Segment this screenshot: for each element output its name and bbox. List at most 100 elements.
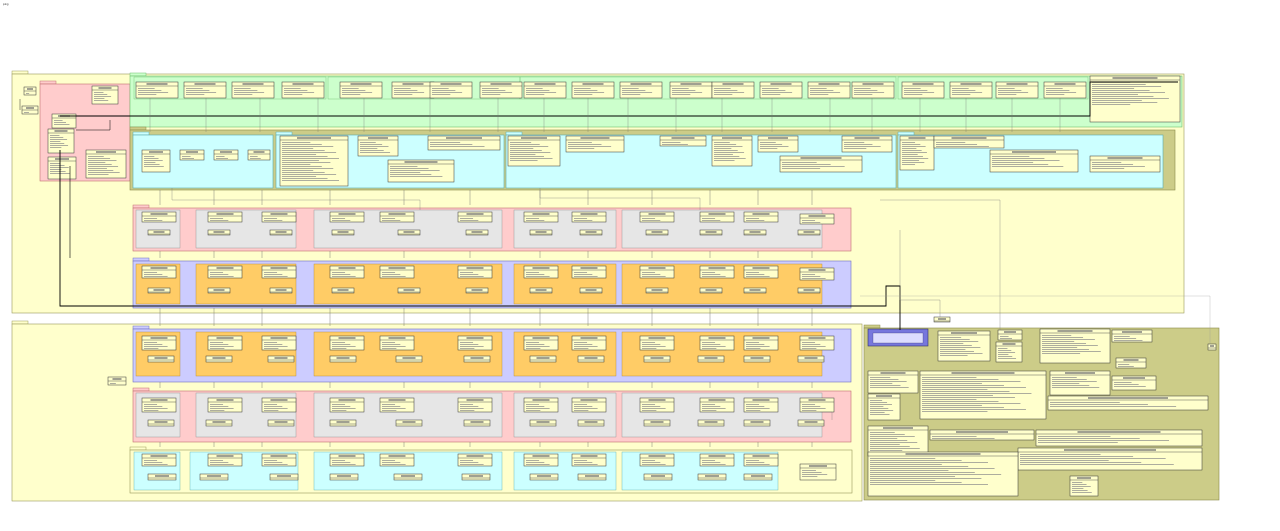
class-orange-bottom-sub-10-title-line xyxy=(750,357,764,359)
class-cyan-3a-attr-line-3 xyxy=(510,148,534,149)
class-bottom-right-note-attr-line-2 xyxy=(802,474,828,475)
class-pink-bottom-6-attr-line-3 xyxy=(526,410,541,411)
class-pink-bottom-sub-7 xyxy=(577,419,605,427)
class-green-11-title-line xyxy=(680,83,702,85)
class-right-4-title-line xyxy=(1057,330,1093,332)
class-green-12-title-line xyxy=(722,83,744,85)
class-right-12-attr-line-0 xyxy=(1050,402,1120,403)
class-cyan-3a xyxy=(507,135,561,167)
class-orange-top-6 xyxy=(523,265,559,279)
class-tl-5-title-line xyxy=(55,158,69,160)
class-cyan-4d-attr-line-2 xyxy=(1092,166,1145,167)
class-pink-bottom-11-title-line xyxy=(808,399,826,401)
class-cyan-bottom-4 xyxy=(379,453,415,467)
class-pink-bottom-9-attr-line-0 xyxy=(702,404,716,405)
class-cyan-bottom-8-attr-line-1 xyxy=(642,462,661,463)
class-green-4-attr-line-2 xyxy=(342,92,373,93)
class-green-6-attr-line-3 xyxy=(432,94,451,95)
class-green-right-panel-attr-line-6 xyxy=(1092,94,1138,95)
class-cyan-1a-title-line xyxy=(149,151,163,153)
class-orange-bottom-3-attr-line-0 xyxy=(332,342,346,343)
class-green-6-attr-line-1 xyxy=(432,90,456,91)
class-right-9-attr-line-2 xyxy=(1114,386,1146,387)
class-pink-bottom-9-title-line xyxy=(708,399,726,401)
class-orange-bottom-sub-5-title-line xyxy=(470,357,484,359)
class-orange-top-sub-11-title-line xyxy=(803,289,815,291)
class-right-4 xyxy=(1039,328,1111,364)
class-cyan-bottom-3-attr-line-2 xyxy=(332,464,356,465)
class-right-14-title-line xyxy=(956,431,1008,433)
class-right-edge xyxy=(1207,343,1217,351)
class-green-18-attr-line-3 xyxy=(998,94,1017,95)
class-pink-top-10-attr-line-1 xyxy=(746,220,765,221)
class-pink-bottom-2-attr-line-1 xyxy=(264,406,283,407)
class-cyan-4d-attr-line-3 xyxy=(1092,168,1125,169)
connector-far-right xyxy=(860,295,1211,344)
class-cyan-1b-title-line xyxy=(186,151,198,153)
class-cyan-2a-attr-line-11 xyxy=(282,164,311,165)
class-right-blue-inner xyxy=(872,332,924,344)
class-pink-top-8-title-line xyxy=(648,213,666,215)
class-orange-bottom-6-attr-line-2 xyxy=(526,346,550,347)
class-orange-bottom-10-attr-line-1 xyxy=(746,344,765,345)
class-cyan-bottom-sub-6 xyxy=(529,473,559,481)
class-cyan-3c-attr-line-1 xyxy=(662,144,688,145)
class-pink-top-5-attr-line-0 xyxy=(460,218,474,219)
class-orange-top-7-attr-line-2 xyxy=(574,276,598,277)
class-right-12-attr-line-2 xyxy=(1050,406,1177,407)
class-pink-top-4-attr-line-1 xyxy=(382,220,401,221)
class-pink-top-9-attr-line-0 xyxy=(702,218,716,219)
class-cyan-2c-attr-line-4 xyxy=(390,174,432,175)
class-pink-top-5-attr-line-1 xyxy=(460,220,479,221)
class-cyan-3f-attr-line-3 xyxy=(782,168,821,169)
class-cyan-2a-attr-line-7 xyxy=(282,156,328,157)
class-orange-bottom-6-attr-line-1 xyxy=(526,344,545,345)
class-green-7-attr-line-0 xyxy=(482,88,499,89)
class-pink-top-7-attr-line-1 xyxy=(574,220,593,221)
class-right-8-attr-line-2 xyxy=(1052,381,1097,382)
class-cyan-3d-attr-line-4 xyxy=(714,150,738,151)
class-cyan-4a-attr-line-1 xyxy=(902,144,921,145)
class-pink-bottom-6-attr-line-0 xyxy=(526,404,540,405)
class-orange-top-6-title-line xyxy=(532,267,550,269)
class-orange-top-sub-3-title-line xyxy=(337,289,349,291)
class-orange-bottom-7-attr-line-3 xyxy=(574,348,589,349)
class-pink-bottom-sub-6 xyxy=(529,419,557,427)
class-orange-bottom-sub-1-title-line xyxy=(212,357,226,359)
class-green-0-attr-line-2 xyxy=(138,92,169,93)
class-green-14-attr-line-1 xyxy=(810,90,834,91)
class-tl-6 xyxy=(91,85,119,105)
class-green-4-attr-line-0 xyxy=(342,88,359,89)
class-right-1 xyxy=(937,330,991,362)
class-pink-bottom-10-title-line xyxy=(752,399,770,401)
class-cyan-bottom-7-attr-line-0 xyxy=(574,460,588,461)
class-cyan-3a-attr-line-2 xyxy=(510,146,549,147)
class-pink-bottom-8-attr-line-2 xyxy=(642,408,666,409)
class-pink-bottom-sub-9-title-line xyxy=(704,421,718,423)
class-orange-bottom-2-attr-line-2 xyxy=(264,346,288,347)
class-cyan-2a-attr-line-4 xyxy=(282,150,325,151)
class-cyan-bottom-2-attr-line-0 xyxy=(264,460,278,461)
class-right-6-attr-line-2 xyxy=(870,381,907,382)
class-orange-bottom-8-attr-line-0 xyxy=(642,342,656,343)
class-pink-top-sub-11-title-line xyxy=(803,231,815,233)
class-orange-bottom-sub-5 xyxy=(463,355,491,363)
class-pink-top-11-attr-line-1 xyxy=(802,222,821,223)
connector-main-top xyxy=(60,81,1178,117)
class-orange-bottom-sub-0-title-line xyxy=(154,357,168,359)
class-orange-top-0-attr-line-1 xyxy=(144,274,163,275)
class-right-1-attr-line-5 xyxy=(940,347,981,348)
class-orange-top-7-attr-line-1 xyxy=(574,274,593,275)
class-pink-bottom-11-attr-line-1 xyxy=(802,406,821,407)
class-right-14-attr-line-0 xyxy=(932,436,977,437)
class-cyan-3c xyxy=(659,135,707,147)
class-orange-bottom-1-title-line xyxy=(216,337,234,339)
class-cyan-bottom-sub-8 xyxy=(643,473,673,481)
class-cyan-4a-attr-line-3 xyxy=(902,148,917,149)
class-pink-bottom-3-attr-line-3 xyxy=(332,410,347,411)
class-right-16-attr-line-0 xyxy=(1020,454,1101,455)
class-orange-bottom-2-attr-line-1 xyxy=(264,344,283,345)
class-right-2 xyxy=(997,329,1023,341)
class-orange-bottom-11-attr-line-3 xyxy=(802,348,817,349)
